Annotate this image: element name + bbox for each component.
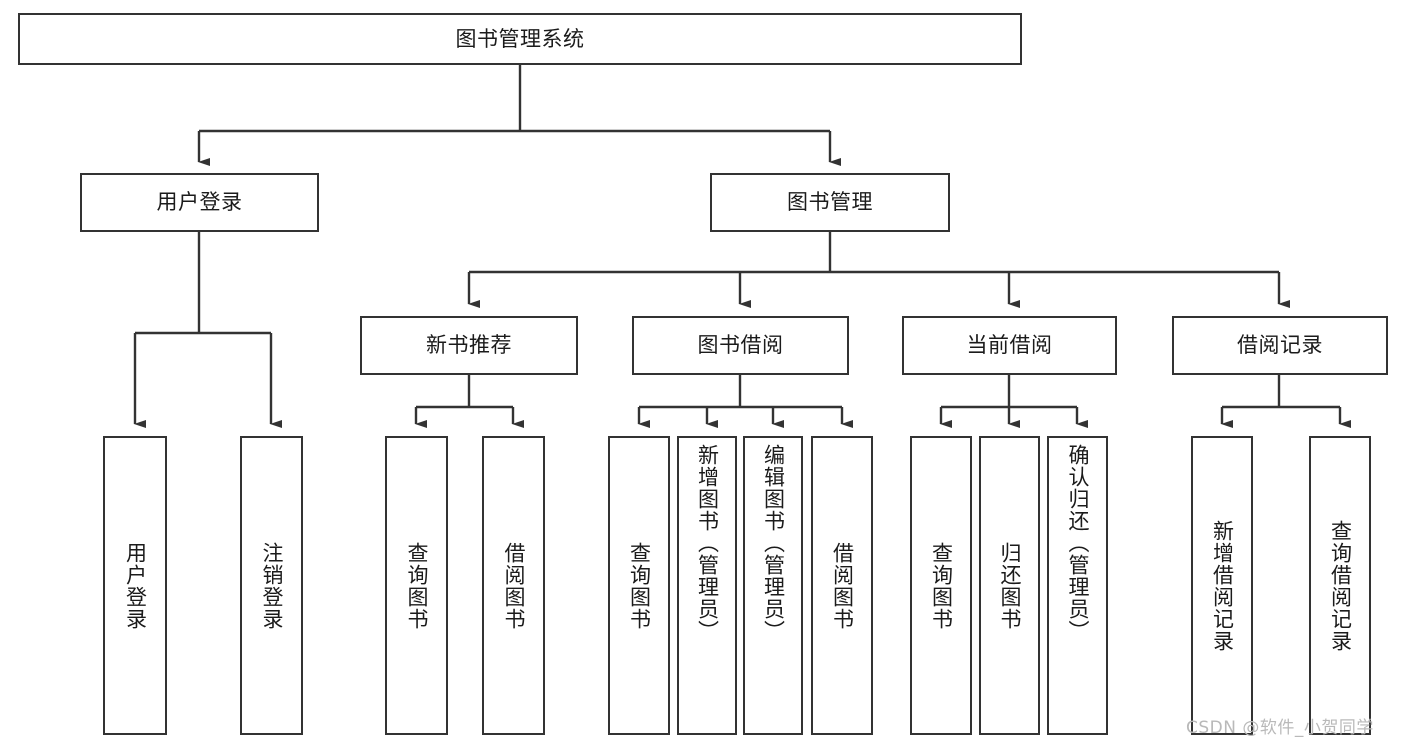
node-root[interactable]: 图书管理系统 [18,13,1022,65]
csdn-watermark: CSDN @软件_小贺同学 [1186,718,1374,738]
node-book-borrow[interactable]: 图书借阅 [632,316,849,375]
leaf-book-borrow-borrow[interactable]: 借阅图书 [811,436,873,735]
leaf-current-borrow-return[interactable]: 归还图书 [979,436,1040,735]
node-root-label: 图书管理系统 [455,26,585,51]
node-current-borrow-label: 当前借阅 [966,333,1053,358]
leaf-current-borrow-query[interactable]: 查询图书 [910,436,972,735]
node-new-book-recommend[interactable]: 新书推荐 [360,316,578,375]
leaf-label: 查询图书 [627,541,652,630]
leaf-label: 归还图书 [997,541,1022,630]
leaf-label: 新增借阅记录 [1210,519,1235,652]
node-book-management[interactable]: 图书管理 [710,173,950,232]
node-book-borrow-label: 图书借阅 [697,333,784,358]
leaf-borrow-record-query[interactable]: 查询借阅记录 [1309,436,1371,735]
leaf-label: 借阅图书 [830,541,855,630]
leaf-user-login-signin[interactable]: 用户登录 [103,436,167,735]
leaf-label: 确认归还（管理员） [1065,444,1090,642]
leaf-label: 注销登录 [259,541,284,630]
node-borrow-record-label: 借阅记录 [1237,333,1323,358]
leaf-label: 查询图书 [404,541,429,630]
leaf-label: 查询借阅记录 [1328,519,1353,652]
node-new-book-recommend-label: 新书推荐 [426,333,512,358]
node-book-management-label: 图书管理 [787,190,873,215]
node-user-login[interactable]: 用户登录 [80,173,319,232]
leaf-label: 借阅图书 [501,541,526,630]
leaf-book-borrow-query[interactable]: 查询图书 [608,436,670,735]
leaf-borrow-record-add[interactable]: 新增借阅记录 [1191,436,1253,735]
leaf-label: 用户登录 [123,541,148,630]
leaf-label: 新增图书（管理员） [695,444,720,642]
leaf-user-login-signout[interactable]: 注销登录 [240,436,303,735]
leaf-label: 查询图书 [929,541,954,630]
leaf-new-book-borrow[interactable]: 借阅图书 [482,436,545,735]
node-user-login-label: 用户登录 [156,190,243,215]
leaf-new-book-query[interactable]: 查询图书 [385,436,448,735]
leaf-current-borrow-confirm[interactable]: 确认归还（管理员） [1047,436,1108,735]
leaf-book-borrow-edit[interactable]: 编辑图书（管理员） [743,436,803,735]
node-borrow-record[interactable]: 借阅记录 [1172,316,1388,375]
leaf-label: 编辑图书（管理员） [761,444,786,642]
node-current-borrow[interactable]: 当前借阅 [902,316,1117,375]
leaf-book-borrow-add[interactable]: 新增图书（管理员） [677,436,737,735]
